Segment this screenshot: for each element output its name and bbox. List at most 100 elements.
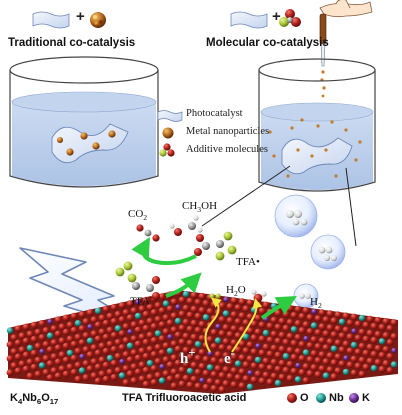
lattice-atom <box>18 360 26 368</box>
lattice-atom <box>10 334 18 341</box>
lattice-atom <box>254 328 262 336</box>
lattice-atom <box>202 355 210 363</box>
lattice-atom <box>110 331 118 339</box>
lattice-atom <box>282 366 290 374</box>
label-tfa-anion: TFA- <box>130 292 154 308</box>
lattice-atom <box>223 296 229 303</box>
lattice-atom <box>314 357 322 364</box>
lattice-atom <box>47 319 53 325</box>
lattice-atom <box>310 322 318 329</box>
lattice-atom <box>266 336 274 344</box>
lattice-atom <box>46 346 54 353</box>
lattice-atom <box>166 361 174 369</box>
lattice-atom <box>278 359 286 367</box>
lattice-atom <box>334 339 342 347</box>
lattice-atom <box>286 304 294 312</box>
lattice-atom <box>234 346 242 353</box>
lattice-atom <box>182 304 190 312</box>
lattice-atom <box>34 342 42 350</box>
lattice-atom <box>70 340 78 348</box>
lattice-atom <box>154 330 162 337</box>
lattice-atom <box>310 364 318 371</box>
lattice-atom <box>186 297 194 305</box>
lattice-atom <box>242 305 250 313</box>
lattice-atom <box>138 319 146 327</box>
lattice-atom <box>78 367 86 374</box>
lattice-atom <box>58 337 66 345</box>
lattice-atom <box>306 342 314 349</box>
lattice-atom <box>334 353 342 361</box>
lattice-atom <box>314 343 322 350</box>
lattice-atom <box>342 340 350 348</box>
lattice-atom <box>266 378 274 386</box>
lattice-atom <box>210 357 218 364</box>
lattice-atom <box>262 371 270 379</box>
lattice-atom <box>74 347 82 355</box>
lattice-atom <box>46 360 54 367</box>
lattice-atom <box>127 329 133 335</box>
lattice-atom <box>54 372 62 380</box>
lattice-atom <box>126 342 134 349</box>
lattice-atom <box>250 334 258 342</box>
lattice-atom <box>182 374 190 382</box>
hydrogen-bubble-medium <box>310 234 346 270</box>
lattice-atom <box>122 365 130 372</box>
lattice-atom <box>374 316 382 324</box>
lattice-atom <box>294 320 302 327</box>
lattice-atom <box>358 370 366 378</box>
lattice-atom <box>178 352 186 360</box>
lattice-atom <box>170 298 178 306</box>
lattice-atom <box>270 316 278 324</box>
lattice-atom <box>30 335 38 343</box>
zoom-line-left <box>201 165 291 227</box>
lattice-atom <box>50 353 58 360</box>
lattice-atom <box>270 372 278 380</box>
lattice-atom <box>62 356 70 364</box>
lattice-atom <box>214 379 222 386</box>
lattice-atom <box>218 316 226 323</box>
lattice-atom <box>202 383 210 391</box>
lattice-atom <box>298 327 306 334</box>
lattice-atom <box>110 303 118 311</box>
lattice-atom <box>230 381 238 388</box>
lattice-atom <box>122 379 130 386</box>
lattice-atom <box>58 323 66 331</box>
lattice-atom <box>150 337 158 344</box>
lattice-atom <box>50 325 58 332</box>
lattice-atom <box>258 363 266 371</box>
lattice-atom <box>314 315 322 322</box>
lattice-atom <box>158 335 166 342</box>
lattice-atom <box>370 322 378 330</box>
lattice-atom <box>118 372 126 379</box>
lattice-atom <box>226 331 234 338</box>
lattice-atom <box>142 296 150 304</box>
lattice-atom <box>242 375 250 383</box>
lattice-atom <box>106 340 114 348</box>
lattice-atom <box>358 342 366 350</box>
lattice-atom <box>74 361 82 369</box>
lattice-atom <box>178 366 186 374</box>
legend-label-photocatalyst: Photocatalyst <box>186 108 243 119</box>
lattice-atom <box>186 367 194 375</box>
lattice-atom <box>106 368 114 376</box>
lattice-atom <box>146 345 154 353</box>
lattice-atom <box>386 325 394 332</box>
lattice-atom <box>22 365 30 373</box>
lattice-atom <box>206 308 214 315</box>
lattice-atom <box>270 358 278 366</box>
lattice-atom <box>254 314 262 322</box>
lattice-atom <box>198 320 206 328</box>
lattice-atom <box>138 347 146 355</box>
header-right-title: Molecular co-catalysis <box>206 37 329 49</box>
lattice-atom <box>218 330 226 337</box>
lattice-atom <box>270 344 278 352</box>
lattice-atom <box>78 311 86 318</box>
header-right-additive-molecule-icon <box>279 9 301 27</box>
lattice-atom <box>274 323 282 331</box>
label-hole: h+ <box>180 346 196 367</box>
lattice-atom <box>294 306 302 313</box>
lattice-atom <box>158 293 166 300</box>
lattice-atom <box>182 346 190 354</box>
lattice-atom <box>306 328 314 335</box>
lattice-atom <box>222 310 230 317</box>
